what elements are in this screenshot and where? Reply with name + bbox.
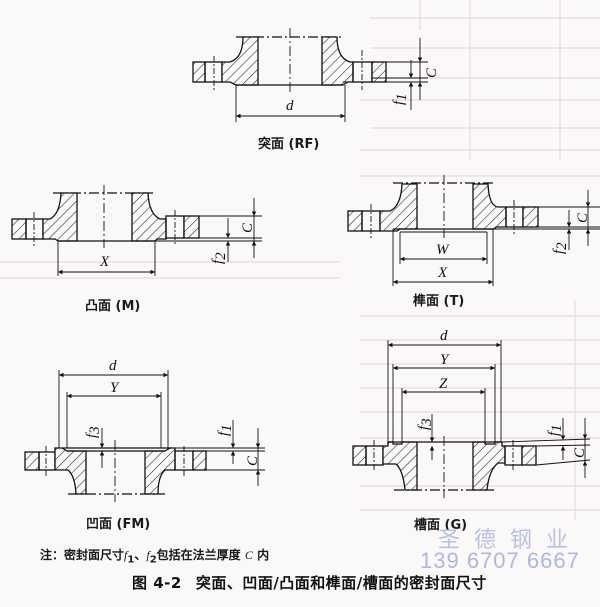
rf-dim-f1: f1	[391, 93, 410, 105]
figure-note: 注：密封面尺寸f1、f2包括在法兰厚度 C 内	[40, 548, 270, 566]
rf-flange-drawing	[192, 28, 428, 122]
figure-title: 突面、凹面/凸面和榫面/槽面的密封面尺寸	[195, 574, 487, 592]
g-dim-f3: f3	[416, 418, 435, 430]
g-dim-f1: f1	[546, 424, 565, 436]
watermark-company: 圣德钢业	[438, 528, 583, 553]
t-dim-f2: f2	[551, 242, 570, 254]
rf-label: 突面 (RF)	[258, 137, 320, 152]
t-flange-drawing	[347, 175, 600, 286]
g-label: 槽面 (G)	[414, 518, 468, 533]
fm-label: 凹面 (FM)	[86, 517, 151, 532]
figure-number: 图 4-2	[132, 574, 182, 592]
m-label: 凸面 (M)	[85, 299, 141, 314]
t-dim-x: X	[437, 265, 448, 281]
fm-flange-drawing	[24, 370, 265, 502]
figure-caption: 图 4-2 突面、凹面/凸面和榫面/槽面的密封面尺寸	[132, 572, 487, 593]
fm-dim-c: C	[245, 455, 261, 466]
g-dim-y: Y	[440, 352, 450, 368]
m-dim-c: C	[240, 222, 256, 233]
g-dim-d: d	[440, 328, 448, 344]
fm-dim-d: d	[109, 358, 117, 374]
fm-dim-f1: f1	[216, 424, 235, 436]
m-flange-drawing	[11, 185, 262, 276]
g-dim-z: Z	[439, 376, 448, 392]
m-dim-x: X	[99, 254, 110, 270]
m-dim-f2: f2	[210, 252, 229, 264]
g-flange-drawing	[352, 340, 591, 498]
t-dim-w: W	[436, 242, 450, 258]
fm-dim-y: Y	[110, 380, 120, 396]
rf-dim-d: d	[286, 98, 294, 114]
fm-dim-f3: f3	[84, 426, 103, 438]
t-dim-c: C	[575, 212, 591, 223]
t-label: 榫面 (T)	[413, 294, 465, 309]
g-dim-c: C	[572, 447, 588, 458]
watermark-phone: 139 6707 6667	[420, 548, 580, 573]
rf-dim-c: C	[424, 67, 440, 78]
